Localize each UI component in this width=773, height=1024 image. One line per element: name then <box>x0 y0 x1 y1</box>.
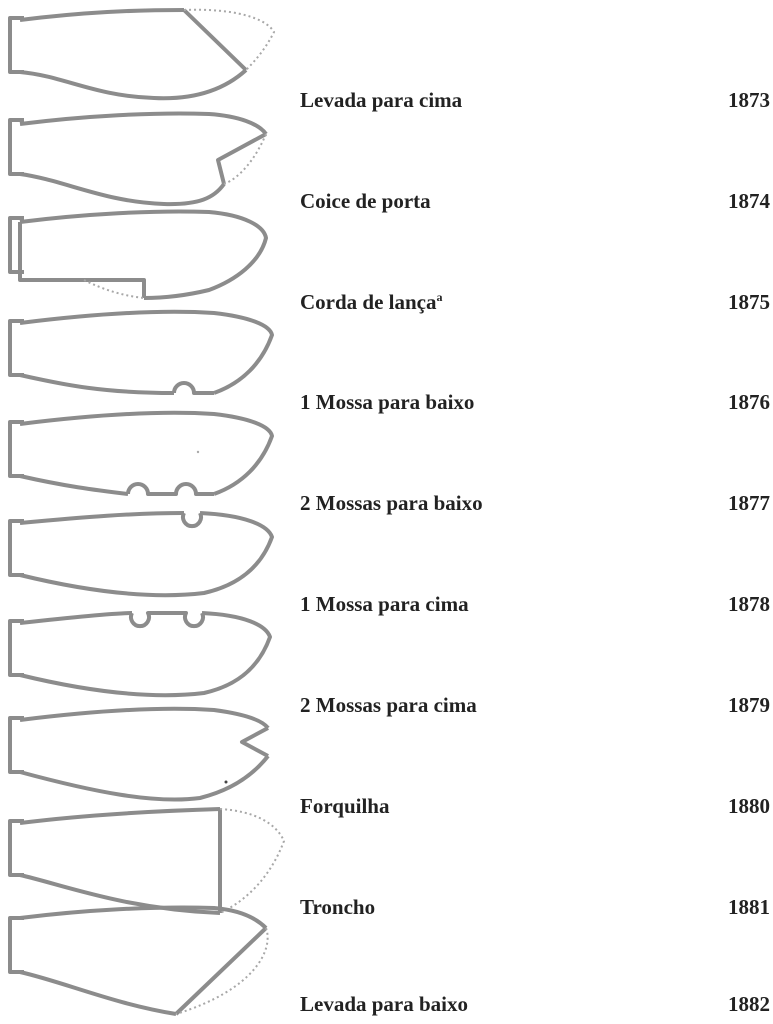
lower-notch <box>172 381 214 395</box>
entry-label: Troncho <box>300 895 376 919</box>
ear-notch-lower-step-icon <box>8 209 268 300</box>
entry-number: 1880 <box>728 794 770 818</box>
entry-row-1879: 2 Mossas para cima 1879 <box>0 685 773 725</box>
entry-label-text: Corda de lança <box>300 290 437 314</box>
ear-base-outline <box>8 216 24 274</box>
entry-number: 1873 <box>728 88 770 112</box>
ear-outline <box>19 611 133 625</box>
entry-number: 1878 <box>728 592 770 616</box>
wedge-cut <box>216 132 267 185</box>
entry-row-1878: 1 Mossa para cima 1878 <box>0 584 773 624</box>
entry-label: Coice de porta <box>300 189 431 213</box>
entry-label: Levada para cima <box>300 88 463 112</box>
step-cut <box>18 222 146 298</box>
entry-number: 1882 <box>728 992 770 1016</box>
speck <box>224 780 228 784</box>
removed-part-outline <box>183 8 276 71</box>
ear-outline <box>19 8 185 22</box>
speck <box>196 450 200 454</box>
ear-outline <box>19 474 129 496</box>
ear-outline <box>19 970 177 1016</box>
removed-part-outline <box>223 133 267 185</box>
ear-notch-lower-cut-icon <box>8 905 269 1016</box>
ear-notch-two-lower-icon <box>8 410 274 496</box>
entry-label: Forquilha <box>300 794 390 818</box>
entry-number: 1879 <box>728 693 770 717</box>
ear-outline <box>19 172 226 207</box>
ear-outline <box>19 373 175 395</box>
removed-part-outline <box>175 927 269 1015</box>
lower-notches <box>126 482 214 496</box>
entry-row-1873: Levada para cima 1873 <box>0 80 773 120</box>
ear-outline <box>19 754 270 802</box>
entry-label: 2 Mossas para cima <box>300 693 477 717</box>
entry-label: 2 Mossas para baixo <box>300 491 483 515</box>
ear-notch-two-upper-icon <box>8 611 272 698</box>
cut-line <box>174 926 268 1016</box>
ear-notch-tip-wedge-icon <box>8 111 268 207</box>
ear-outline <box>19 111 268 136</box>
entry-number: 1874 <box>728 189 770 213</box>
ear-outline <box>19 410 274 496</box>
ear-base-outline <box>8 619 24 677</box>
ear-base-outline <box>8 916 24 974</box>
entry-row-1880: Forquilha 1880 <box>0 786 773 826</box>
ear-notch-one-upper-icon <box>8 511 274 598</box>
ear-outline <box>19 873 221 915</box>
ear-outline <box>19 68 248 101</box>
entry-row-1875: Corda de lançaa 1875 <box>0 282 773 322</box>
ear-outline <box>19 209 268 300</box>
entry-row-1882: Levada para baixo 1882 <box>0 984 773 1024</box>
ear-notch-one-lower-icon <box>8 309 274 395</box>
ear-base-outline <box>8 519 24 577</box>
ear-outline <box>19 807 221 825</box>
entry-label: Corda de lançaa <box>300 282 443 322</box>
entry-row-1876: 1 Mossa para baixo 1876 <box>0 382 773 422</box>
entry-row-1881: Troncho 1881 <box>0 887 773 927</box>
removed-part-outline <box>83 279 145 299</box>
ear-base-outline <box>8 319 24 377</box>
entry-number: 1877 <box>728 491 770 515</box>
ear-notch-upper-cut-icon <box>8 8 276 101</box>
ear-base-outline <box>8 819 24 877</box>
fork-cut <box>240 726 269 758</box>
entry-number: 1881 <box>728 895 770 919</box>
entry-label: Levada para baixo <box>300 992 469 1016</box>
entry-label-footnote-marker: a <box>436 290 443 304</box>
upper-notches <box>129 611 205 629</box>
upper-notch <box>181 512 203 529</box>
ear-notch-cropped-icon <box>8 807 286 915</box>
ear-outline <box>19 611 272 698</box>
ear-outline <box>19 511 185 525</box>
entry-number: 1876 <box>728 390 770 414</box>
entry-label: 1 Mossa para cima <box>300 592 469 616</box>
entry-row-1877: 2 Mossas para baixo 1877 <box>0 483 773 523</box>
cut-line <box>182 8 248 72</box>
ear-base-outline <box>8 16 24 74</box>
entry-number: 1875 <box>728 290 770 314</box>
entry-row-1874: Coice de porta 1874 <box>0 181 773 221</box>
removed-part-outline <box>219 808 286 914</box>
ear-base-outline <box>8 420 24 478</box>
ear-base-outline <box>8 716 24 774</box>
entry-label: 1 Mossa para baixo <box>300 390 475 414</box>
ear-outline <box>19 511 274 598</box>
ear-base-outline <box>8 118 24 176</box>
ear-outline <box>19 309 274 395</box>
ear-outline <box>19 706 270 730</box>
ear-notch-fork-icon <box>8 706 270 802</box>
ear-outline <box>19 905 268 930</box>
